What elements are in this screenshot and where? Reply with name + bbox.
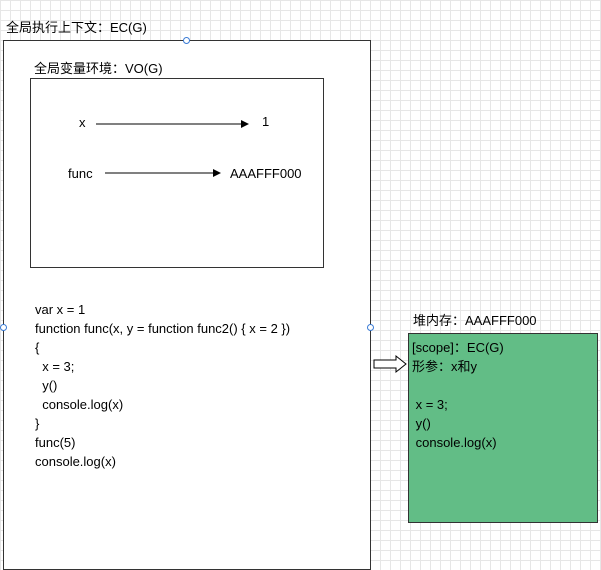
resize-handle-left[interactable] (0, 324, 7, 331)
code-line: func(5) (35, 435, 76, 450)
diagram-connectors (96, 120, 407, 374)
heap-line: 形参：x和y (412, 359, 478, 374)
var-value-func: AAAFFF000 (230, 166, 302, 181)
code-line: { (35, 340, 40, 355)
var-value-x: 1 (262, 114, 270, 129)
heap-line: x = 3; (412, 397, 448, 412)
code-line: console.log(x) (35, 397, 124, 412)
heap-line: [scope]：EC(G) (412, 340, 504, 355)
code-line: console.log(x) (35, 454, 116, 469)
heap-line: console.log(x) (412, 435, 497, 450)
heap-line: y() (412, 416, 431, 431)
code-line: } (35, 416, 40, 431)
hollow-arrow-to-heap (373, 354, 407, 374)
global-context-title: 全局执行上下文：EC(G) (6, 20, 147, 35)
code-line: y() (35, 378, 58, 393)
variable-env-title: 全局变量环境：VO(G) (34, 61, 163, 76)
var-name-func: func (68, 166, 93, 181)
code-line: function func(x, y = function func2() { … (35, 321, 291, 336)
heap-box[interactable] (408, 333, 598, 523)
var-name-x: x (79, 115, 86, 130)
heap-title: 堆内存：AAAFFF000 (413, 313, 537, 328)
code-line: var x = 1 (35, 302, 86, 317)
resize-handle-right[interactable] (367, 324, 374, 331)
resize-handle-top[interactable] (183, 37, 190, 44)
code-line: x = 3; (35, 359, 75, 374)
